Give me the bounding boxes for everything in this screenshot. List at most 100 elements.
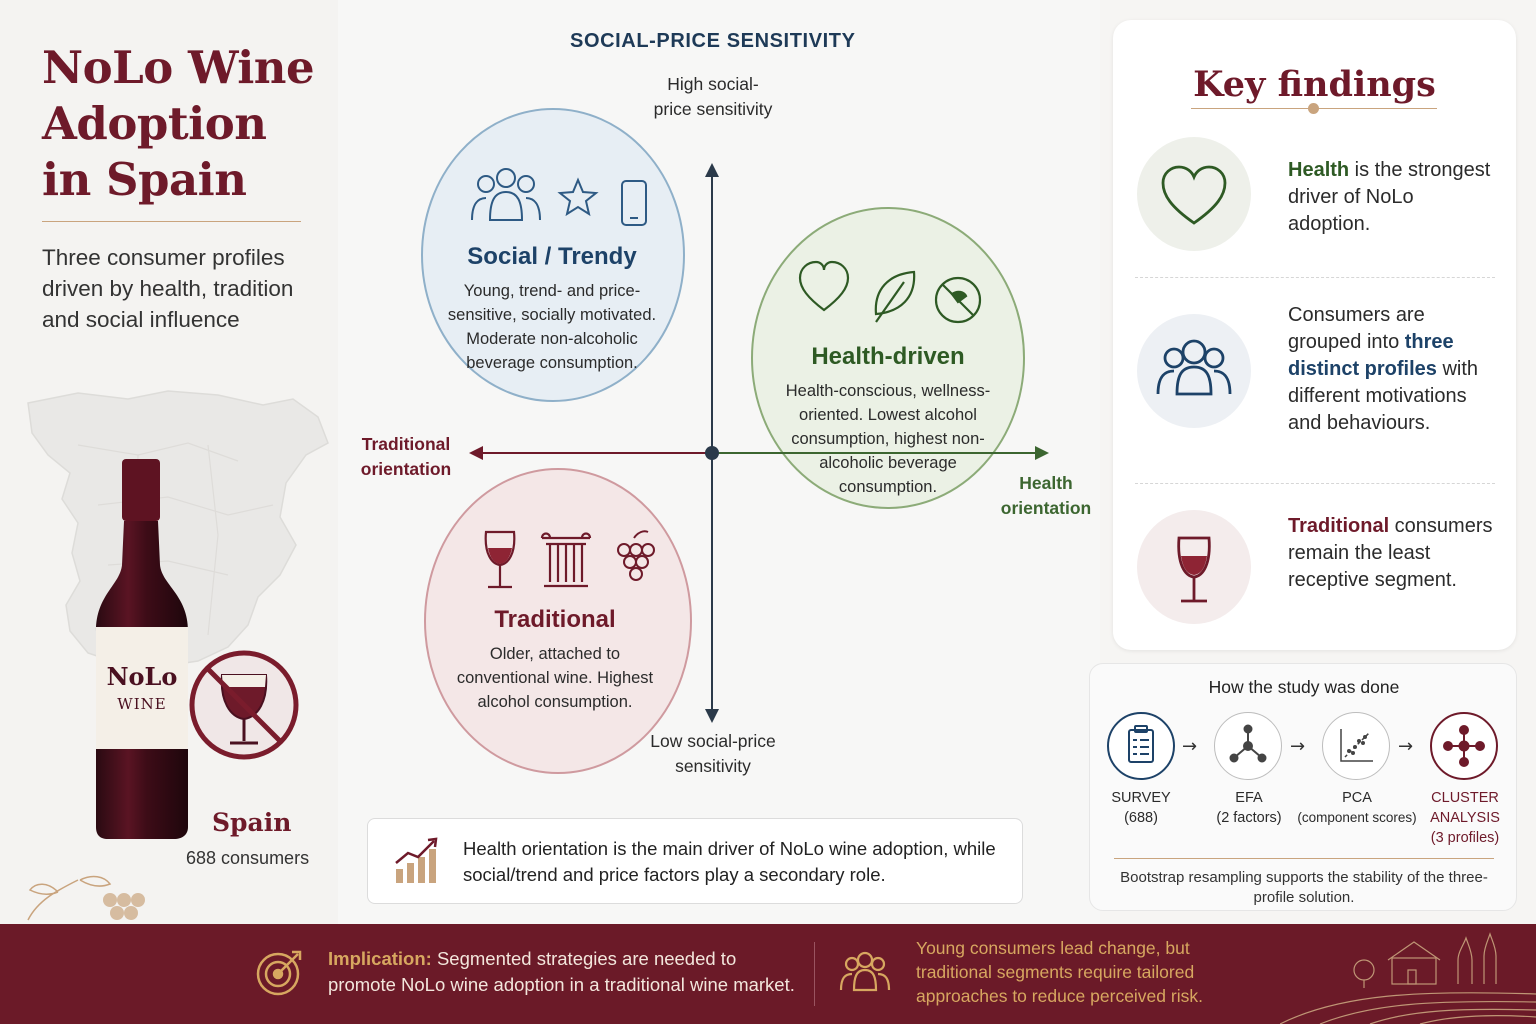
footer-divider bbox=[814, 942, 815, 1006]
vine-icon bbox=[27, 875, 145, 921]
vineyard-farm-icon bbox=[1280, 932, 1536, 1024]
no-drops-icon bbox=[934, 276, 982, 324]
implication-body: Segmented strategies are needed to promo… bbox=[328, 948, 795, 995]
step-arrow: → bbox=[1182, 736, 1198, 757]
title-divider bbox=[42, 221, 301, 222]
finding-separator bbox=[1135, 483, 1495, 484]
social-profile-bubble bbox=[421, 108, 685, 402]
profile-description: Young, trend- and price-sensitive, socia… bbox=[447, 282, 657, 372]
profile-health: Health-driven Health-conscious, wellness… bbox=[772, 343, 1004, 499]
people-icon bbox=[839, 951, 891, 992]
quadrant-diagram bbox=[421, 108, 1049, 774]
finding-rest: is the strongest driver of NoLo adoption… bbox=[1288, 159, 1491, 235]
finding-profiles: Consumers are grouped into three distinc… bbox=[1288, 302, 1493, 437]
finding-lead: Traditional bbox=[1288, 515, 1390, 537]
finding-rest: consumers remain the least receptive seg… bbox=[1288, 515, 1493, 591]
profile-name: Traditional bbox=[494, 606, 616, 633]
finding-pre: Consumers are grouped into bbox=[1288, 304, 1425, 353]
study-title: How the study was done bbox=[1208, 677, 1400, 697]
step-name: CLUSTER ANALYSIS bbox=[1430, 790, 1500, 826]
implication-label: Implication: bbox=[328, 948, 432, 969]
axis-label-high: High social-price sensitivity bbox=[653, 74, 773, 119]
bottle-label-main: NoLo bbox=[107, 662, 178, 691]
grapes-icon bbox=[617, 530, 655, 581]
young-consumers-text: Young consumers lead change, but traditi… bbox=[916, 938, 1203, 1006]
network-icon bbox=[1229, 724, 1267, 763]
cluster-icon bbox=[1443, 725, 1485, 767]
callout-text: Health orientation is the main driver of… bbox=[463, 838, 996, 885]
smartphone-icon bbox=[621, 180, 647, 226]
people-icon bbox=[471, 168, 541, 221]
target-icon bbox=[256, 950, 302, 996]
page-subtitle: Three consumer profiles driven by health… bbox=[42, 245, 294, 332]
heart-icon bbox=[798, 260, 850, 312]
health-profile-bubble bbox=[751, 207, 1025, 509]
profile-description: Health-conscious, wellness-oriented. Low… bbox=[785, 382, 991, 496]
profile-name: Health-driven bbox=[811, 343, 965, 370]
step-arrow: → bbox=[1290, 736, 1306, 757]
finding-traditional: Traditional consumers remain the least r… bbox=[1288, 513, 1493, 594]
step-detail: (2 factors) bbox=[1216, 810, 1282, 826]
wine-glass-icon bbox=[1177, 536, 1211, 603]
implication-text: Implication: Segmented strategies are ne… bbox=[328, 946, 798, 998]
finding-icon-circle bbox=[1137, 137, 1251, 251]
step-detail: (component scores) bbox=[1297, 810, 1417, 825]
spain-map-icon bbox=[27, 390, 329, 668]
no-alcohol-icon bbox=[189, 650, 299, 760]
step-cluster bbox=[1430, 712, 1498, 780]
finding-icon-circle bbox=[1137, 510, 1251, 624]
profile-traditional: Traditional Older, attached to conventio… bbox=[452, 606, 658, 714]
axis-label-low: Low social-price sensitivity bbox=[650, 731, 776, 776]
main-driver-callout: Health orientation is the main driver of… bbox=[367, 818, 1023, 904]
footer-banner: Implication: Segmented strategies are ne… bbox=[0, 924, 1536, 1024]
step-detail: (688) bbox=[1124, 810, 1158, 826]
step-efa bbox=[1214, 712, 1282, 780]
key-findings-title: Key findings bbox=[1193, 64, 1436, 105]
people-icon bbox=[1156, 339, 1232, 396]
step-label-pca: PCA (component scores) bbox=[1292, 788, 1422, 828]
study-method-card: How the study was done → → → SURVEY (688… bbox=[1089, 663, 1517, 911]
finding-lead: Health bbox=[1288, 159, 1350, 181]
country-label: Spain bbox=[212, 808, 292, 837]
step-pca bbox=[1322, 712, 1390, 780]
finding-icon-circle bbox=[1137, 314, 1251, 428]
step-arrow: → bbox=[1398, 736, 1414, 757]
axis-label-traditional: Traditional orientation bbox=[360, 434, 452, 479]
step-name: PCA bbox=[1342, 790, 1372, 806]
step-name: SURVEY bbox=[1111, 790, 1171, 806]
title-line: NoLo Wine bbox=[42, 41, 315, 94]
axis-label-health: Health orientation bbox=[1000, 473, 1092, 518]
finding-lead: three distinct profiles bbox=[1288, 331, 1454, 380]
finding-rest: with different motivations and behaviour… bbox=[1288, 358, 1479, 434]
left-panel: NoLo Wine Adoption in Spain Three consum… bbox=[0, 0, 338, 924]
profile-name: Social / Trendy bbox=[467, 243, 637, 270]
quadrant-title: SOCIAL-PRICE SENSITIVITY bbox=[570, 30, 856, 52]
profile-description: Older, attached to conventional wine. Hi… bbox=[456, 645, 654, 711]
finding-separator bbox=[1135, 277, 1495, 278]
star-icon bbox=[557, 177, 599, 217]
axis-origin bbox=[705, 446, 719, 460]
profile-social: Social / Trendy Young, trend- and price-… bbox=[438, 243, 666, 375]
study-divider bbox=[1114, 858, 1494, 859]
key-findings-divider-dot bbox=[1308, 103, 1319, 114]
title-line: Adoption bbox=[42, 97, 267, 150]
nolo-wine-bottle: NoLo WINE bbox=[96, 459, 299, 839]
bottle-label-sub: WINE bbox=[117, 695, 166, 713]
heart-icon bbox=[1161, 165, 1227, 225]
finding-health: Health is the strongest driver of NoLo a… bbox=[1288, 157, 1493, 238]
chart-growth-icon bbox=[395, 837, 438, 883]
step-name: EFA bbox=[1235, 790, 1263, 806]
step-detail: (3 profiles) bbox=[1430, 830, 1500, 846]
step-label-survey: SURVEY (688) bbox=[1096, 788, 1186, 828]
step-label-cluster: CLUSTER ANALYSIS (3 profiles) bbox=[1418, 788, 1512, 848]
clipboard-icon bbox=[1128, 725, 1154, 763]
column-icon bbox=[540, 532, 592, 588]
study-note: Bootstrap resampling supports the stabil… bbox=[1120, 869, 1488, 906]
page-title: NoLo Wine Adoption in Spain bbox=[42, 40, 332, 208]
key-findings-card: Key findings Health is the strongest dri… bbox=[1113, 20, 1516, 650]
scatter-icon bbox=[1340, 729, 1373, 762]
wine-glass-icon bbox=[484, 530, 516, 589]
step-label-efa: EFA (2 factors) bbox=[1202, 788, 1296, 828]
sample-size: 688 consumers bbox=[186, 848, 310, 868]
leaf-icon bbox=[874, 270, 916, 323]
